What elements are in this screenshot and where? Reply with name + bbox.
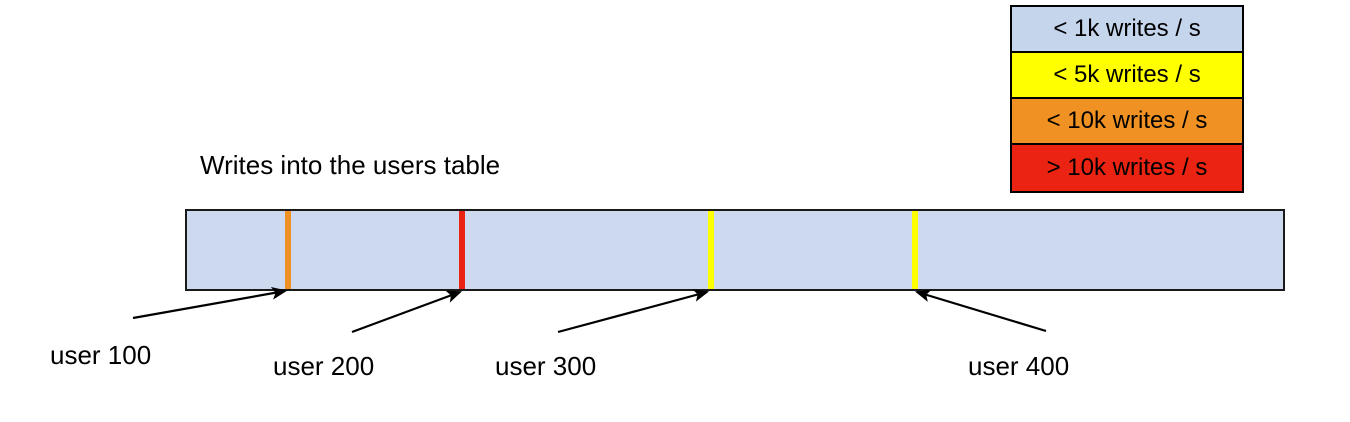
legend-row: > 10k writes / s xyxy=(1012,145,1242,191)
legend-row: < 5k writes / s xyxy=(1012,53,1242,99)
callout-arrow xyxy=(557,289,710,334)
legend: < 1k writes / s < 5k writes / s < 10k writ… xyxy=(1010,5,1244,193)
callout-label: user 400 xyxy=(968,351,1070,381)
callout-arrow xyxy=(351,290,463,334)
legend-row: < 1k writes / s xyxy=(1012,7,1242,53)
callout-label: user 300 xyxy=(495,351,597,381)
page-title: Writes into the users table xyxy=(200,150,501,180)
legend-label: < 5k writes / s xyxy=(1053,61,1201,88)
band-marker xyxy=(912,211,919,289)
legend-row: < 10k writes / s xyxy=(1012,99,1242,145)
band-marker xyxy=(707,211,714,289)
band-marker xyxy=(459,211,465,289)
legend-label: < 10k writes / s xyxy=(1046,107,1208,134)
callout-arrow xyxy=(914,289,1047,333)
users-table-band xyxy=(185,209,1285,291)
callout-label: user 100 xyxy=(50,340,152,370)
legend-label: > 10k writes / s xyxy=(1046,154,1208,181)
legend-label: < 1k writes / s xyxy=(1053,15,1201,42)
callout-label: user 200 xyxy=(273,351,375,381)
band-marker xyxy=(285,211,292,289)
callout-arrow xyxy=(132,287,288,320)
